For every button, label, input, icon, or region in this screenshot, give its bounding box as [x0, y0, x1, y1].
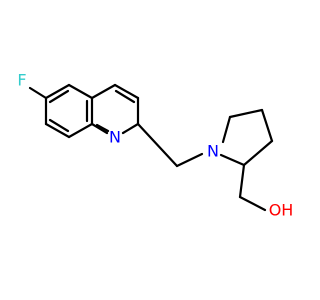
methylene-linker	[136, 122, 204, 168]
c-f-bond	[28, 86, 48, 100]
pyrrolidine-ring	[219, 108, 274, 167]
structure-canvas: F N N OH	[17, 70, 294, 220]
quinoline-nitrogen-label: N	[109, 128, 121, 147]
benzene-ring	[44, 83, 94, 139]
hydroxymethyl-group	[238, 163, 267, 212]
hydroxyl-label: OH	[269, 201, 294, 220]
pyridine-ring	[90, 83, 140, 135]
molecule-structure: F N N OH	[17, 71, 294, 220]
pyrrolidine-nitrogen-label: N	[207, 142, 219, 161]
fluorine-atom-label: F	[17, 71, 26, 90]
